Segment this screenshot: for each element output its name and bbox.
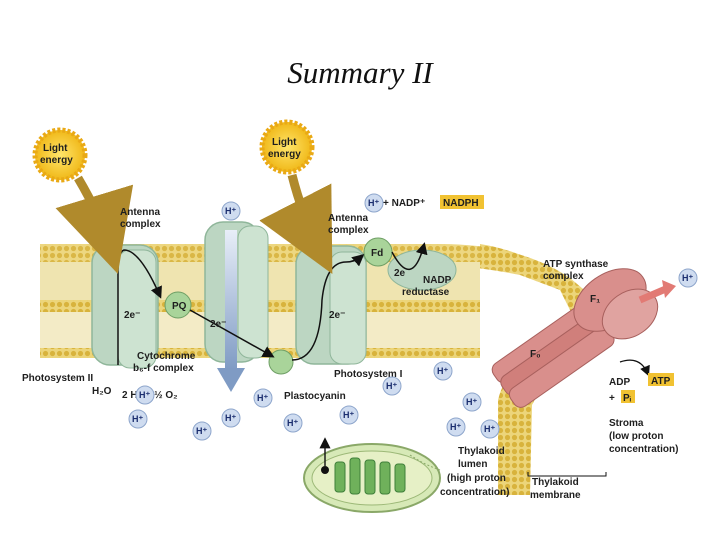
antenna-complex-2-line1: Antenna xyxy=(328,213,368,224)
atp-synthase xyxy=(491,268,676,408)
fo-label: F₀ xyxy=(530,349,541,360)
two-e-label-3: 2e⁻ xyxy=(329,310,345,321)
stroma-line1: Stroma xyxy=(609,418,644,429)
nadp-reductase-line1: NADP xyxy=(423,275,452,286)
plus-label: + xyxy=(609,393,615,404)
lumen-line2: lumen xyxy=(458,459,487,470)
h-ion-label: H⁺ xyxy=(257,393,268,403)
h-ion-label: H⁺ xyxy=(450,422,461,432)
light-arrow-2 xyxy=(259,173,333,275)
pq-label: PQ xyxy=(172,301,187,312)
h-ion: H⁺ xyxy=(221,408,241,428)
h-ion: H⁺ xyxy=(221,201,241,221)
h-ion: H⁺ xyxy=(433,361,453,381)
two-e-label-4: 2e xyxy=(394,268,406,279)
h-ion: H⁺ xyxy=(678,268,698,288)
h-ion: H⁺ xyxy=(364,193,384,213)
h-ion-label: H⁺ xyxy=(132,414,143,424)
photosystem-i xyxy=(295,245,367,365)
h-ion-label: H⁺ xyxy=(139,390,150,400)
pi-highlight xyxy=(621,390,635,403)
h-ion-label: H⁺ xyxy=(386,381,397,391)
two-e-label-1: 2e⁻ xyxy=(124,310,140,321)
adp-label: ADP xyxy=(609,377,630,388)
atp-label: ATP xyxy=(651,376,671,387)
plastocyanin-molecule xyxy=(268,349,294,375)
slide-title: Summary II xyxy=(287,55,433,90)
plastocyanin-label: Plastocyanin xyxy=(284,391,346,402)
antenna-complex-1-line2: complex xyxy=(120,219,161,230)
h-ion: H⁺ xyxy=(253,388,273,408)
h-ion: H⁺ xyxy=(339,405,359,425)
membrane-label-line2: membrane xyxy=(530,490,581,501)
h-ion: H⁺ xyxy=(135,385,155,405)
lumen-line4: concentration) xyxy=(440,487,509,498)
atp-synthase-line2: complex xyxy=(543,271,584,282)
pq-molecule xyxy=(164,291,192,319)
electron-path-2 xyxy=(189,309,275,358)
h-ion-label: H⁺ xyxy=(682,273,693,283)
membrane-bracket xyxy=(527,472,607,477)
h-ion-label: H⁺ xyxy=(466,397,477,407)
proton-flow-arrow xyxy=(225,230,237,370)
membrane-label-line1: Thylakoid xyxy=(532,477,579,488)
f1-label: F₁ xyxy=(590,294,600,305)
adp-to-atp-arrow xyxy=(619,359,650,377)
nadph-highlight xyxy=(440,195,484,209)
h2o-label: H₂O xyxy=(92,386,112,397)
nadph-label: NADPH xyxy=(443,198,479,209)
cytochrome-line2: b₆-f complex xyxy=(133,363,194,374)
antenna-complex-2-line2: complex xyxy=(328,225,369,236)
h-ion: H⁺ xyxy=(283,413,303,433)
nadp-reductase-line2: reductase xyxy=(402,287,450,298)
h-ion-label: H⁺ xyxy=(225,413,236,423)
electron-path-4 xyxy=(391,242,428,271)
light-energy-1-line2: energy xyxy=(40,155,73,166)
h-ion-label: H⁺ xyxy=(287,418,298,428)
nadp-label: + NADP⁺ xyxy=(383,198,425,209)
photosystem-ii xyxy=(91,244,159,369)
h-ion: H⁺ xyxy=(446,417,466,437)
photosystem-i-label: Photosystem I xyxy=(334,369,403,380)
light-arrow-1 xyxy=(55,175,134,274)
cytochrome-line1: Cytochrome xyxy=(137,351,196,362)
h-ion: H⁺ xyxy=(128,409,148,429)
light-energy-sun-2 xyxy=(259,119,315,175)
h-ion-label: H⁺ xyxy=(437,366,448,376)
lumen-line1: Thylakoid xyxy=(458,446,505,457)
chloroplast-illustration xyxy=(303,437,441,513)
h-ion-label: H⁺ xyxy=(484,424,495,434)
h-ion: H⁺ xyxy=(382,376,402,396)
h-ion-label: H⁺ xyxy=(368,198,379,208)
h-ion: H⁺ xyxy=(192,421,212,441)
atp-highlight xyxy=(648,373,674,386)
stroma-line2: (low proton xyxy=(609,431,663,442)
pi-label: Pᵢ xyxy=(623,393,632,404)
light-energy-1-line1: Light xyxy=(43,143,68,154)
h-ion-label: H⁺ xyxy=(196,426,207,436)
electron-path-3 xyxy=(291,254,365,361)
h-ion-label: H⁺ xyxy=(343,410,354,420)
atp-synthase-line1: ATP synthase xyxy=(543,259,609,270)
photosystem-ii-label: Photosystem II xyxy=(22,373,93,384)
fd-label: Fd xyxy=(371,248,383,259)
light-energy-2-line2: energy xyxy=(268,149,301,160)
h-ion: H⁺ xyxy=(462,392,482,412)
two-e-label-2: 2e⁻ xyxy=(210,319,226,330)
proton-flow-arrowhead xyxy=(217,368,245,392)
light-energy-2-line1: Light xyxy=(272,137,297,148)
h-ion: H⁺ xyxy=(480,419,500,439)
antenna-complex-1-line1: Antenna xyxy=(120,207,160,218)
h-ion-label: H⁺ xyxy=(225,206,236,216)
light-energy-sun-1 xyxy=(32,127,88,183)
stroma-line3: concentration) xyxy=(609,444,678,455)
lumen-line3: (high proton xyxy=(447,473,506,484)
